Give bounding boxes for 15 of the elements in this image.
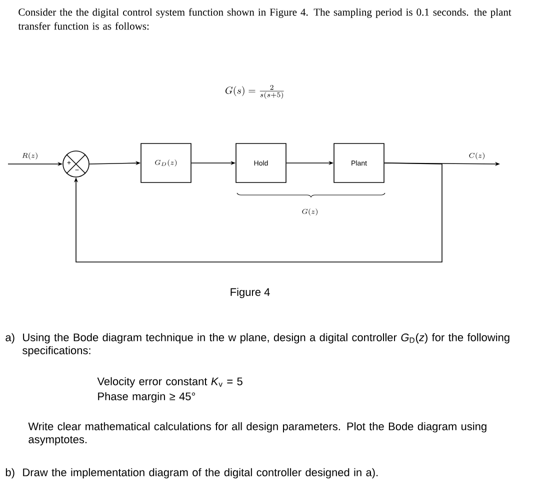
paragraph: Write clear mathematical calculations for all design parameters. Plot the Bode diagram using asymptotes. bbox=[28, 422, 486, 446]
item-marker: a) bbox=[6, 333, 14, 344]
signal-label: $C(z)$ bbox=[469, 152, 484, 160]
arrow bbox=[74, 162, 442, 262]
brace-label: $G(z)$ bbox=[302, 208, 318, 216]
figure-caption: Figure 4 bbox=[230, 288, 270, 298]
specification: Phase margin ≥ 45° bbox=[98, 392, 195, 402]
block-box: $G_D(z)$ bbox=[140, 143, 192, 183]
item-marker: b) bbox=[6, 468, 14, 478]
paragraph: Consider the the digital control system function shown in Figure 4. The sampling period is 0.1 seconds. the plant transfer function is as follows: bbox=[18, 8, 512, 30]
paragraph: Using the Bode diagram technique in the w plane, design a digital controller G$_{D}$(z) for the following specifications: bbox=[22, 333, 510, 356]
specification: Velocity error constant K$_{v}$ = 5 bbox=[97, 377, 242, 388]
paragraph: Draw the implementation diagram of the digital controller designed in a). bbox=[23, 468, 378, 478]
signal-label: $R(z)$ bbox=[22, 152, 38, 160]
formula: $G(s) = \frac{2}{s(s+5)}$ bbox=[226, 85, 284, 99]
